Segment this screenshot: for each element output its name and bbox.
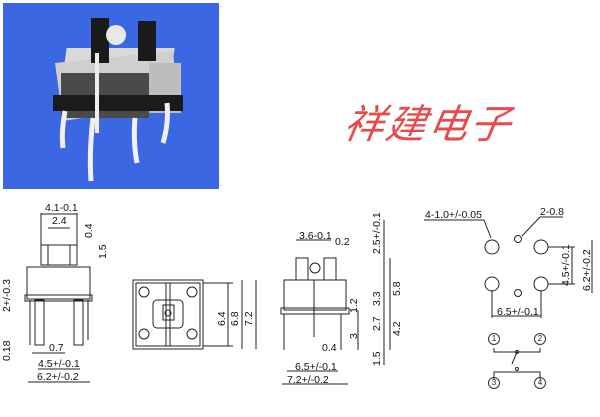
dim-cap-height: 1.5 — [97, 244, 109, 259]
dim-pin-pitch: 4.5+/-0.1 — [38, 358, 80, 370]
dim-large-holes: 4-1.0+/-0.05 — [425, 209, 482, 221]
front-view-drawing — [280, 220, 391, 385]
footprint-drawing — [424, 216, 593, 379]
side-view-drawing — [24, 213, 93, 383]
dim-front-pin-pitch: 6.5+/-0.1 — [295, 361, 337, 373]
dim-body-width: 6.2+/-0.2 — [37, 371, 79, 383]
pin-label-1: 1 — [488, 333, 500, 345]
dim-body-height: 3.3 — [371, 291, 383, 306]
dim-top-width: 4.1-0.1 — [45, 202, 78, 214]
dim-pin-offset: 2+/-0.3 — [1, 279, 13, 312]
pin-label-3: 3 — [488, 377, 500, 389]
dim-small-holes: 2-0.8 — [540, 206, 564, 218]
dim-travel: 2.5+/-0.1 — [371, 212, 383, 254]
dim-lower-height: 4.2 — [391, 321, 403, 336]
dim-standoff: 1.2 — [348, 298, 360, 313]
top-view-drawing — [132, 279, 257, 350]
dim-horizontal-pitch: 6.5+/-0.1 — [497, 306, 539, 318]
dim-front-body-width: 7.2+/-0.2 — [287, 374, 329, 386]
dim-inner-width: 2.4 — [52, 215, 67, 227]
dim-pin-width: 0.7 — [49, 342, 64, 354]
dim-bottom: 1.5 — [371, 351, 383, 366]
dim-pin-segment: 3 — [348, 333, 360, 339]
switch-photo-illustration — [53, 18, 183, 182]
dim-inner: 6.4 — [216, 311, 228, 326]
dim-gap: 0.2 — [335, 236, 350, 248]
dim-cap-gap: 0.4 — [83, 223, 95, 238]
dim-middle: 6.8 — [229, 311, 241, 326]
pin-label-4: 4 — [534, 377, 546, 389]
dim-total-height: 5.8 — [391, 281, 403, 296]
dim-actuator-width: 3.6-0.1 — [299, 230, 332, 242]
dim-front-pin-width: 0.4 — [322, 342, 337, 354]
dim-vertical-outer: 6.2+/-0.2 — [581, 249, 593, 291]
pin-label-2: 2 — [534, 333, 546, 345]
dim-pin-thickness: 0.18 — [1, 340, 13, 361]
dim-vertical-pitch: 4.5+/-0.1 — [560, 244, 572, 286]
product-photo — [3, 3, 219, 189]
dim-outer: 7.2 — [243, 311, 255, 326]
dim-pin-length: 2.7 — [371, 316, 383, 331]
